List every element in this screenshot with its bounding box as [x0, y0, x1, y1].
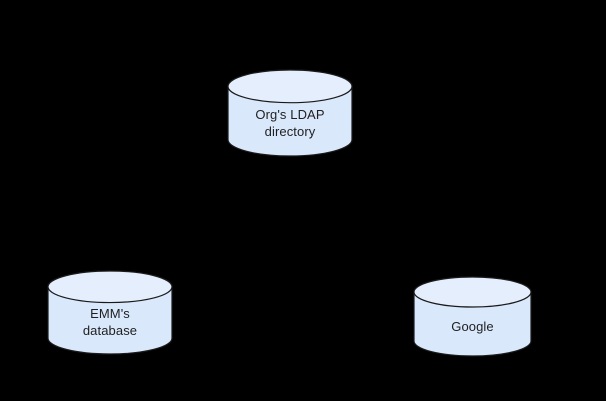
- cylinder-shape-emm: [47, 270, 173, 355]
- database-node-google[interactable]: Google: [413, 276, 532, 357]
- database-node-ldap[interactable]: Org's LDAP directory: [227, 69, 353, 157]
- cylinder-shape-ldap: [227, 69, 353, 157]
- cylinder-shape-google: [413, 276, 532, 357]
- database-node-emm[interactable]: EMM's database: [47, 270, 173, 355]
